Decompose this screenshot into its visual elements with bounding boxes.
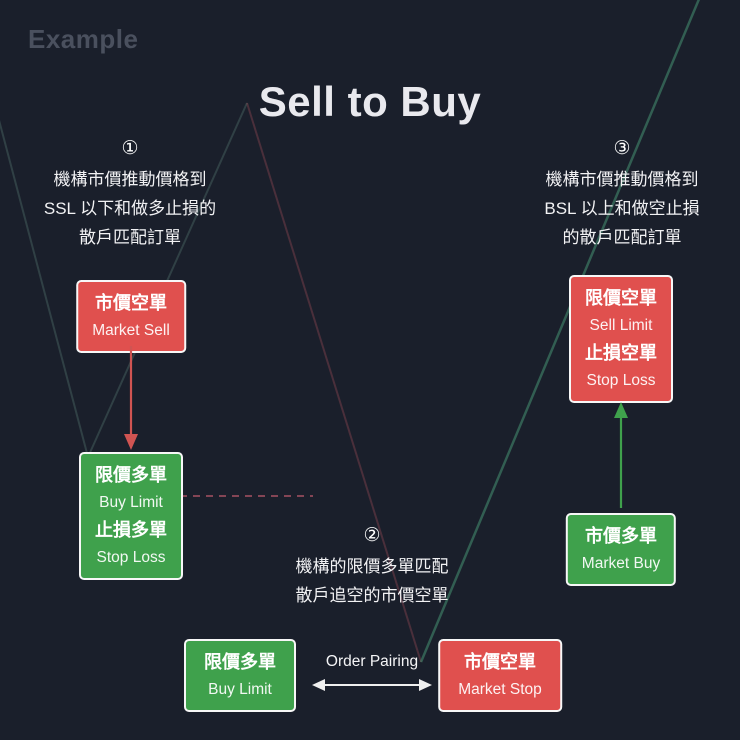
step-2-annotation: ② 機構的限價多單匹配 散戶追空的市價空單 — [252, 524, 492, 610]
market-buy-label-zh: 市價多單 — [584, 526, 657, 546]
sell-limit-label-zh: 限價空單 — [585, 288, 657, 308]
market-sell-box: 市價空單 Market Sell — [76, 280, 186, 353]
step-1-text-line: SSL 以下和做多止損的 — [43, 199, 217, 218]
pair-market-stop-label-zh: 市價空單 — [464, 652, 536, 672]
sell-limit-stop-loss-box: 限價空單 Sell Limit 止損空單 Stop Loss — [569, 275, 673, 403]
pair-market-stop-box: 市價空單 Market Stop — [438, 639, 562, 712]
buy-limit-label-zh: 限價多單 — [95, 465, 167, 485]
sell-limit-label-en: Sell Limit — [589, 317, 653, 334]
page-title: Sell to Buy — [258, 78, 482, 125]
pair-buy-limit-label-zh: 限價多單 — [204, 652, 276, 672]
order-pairing-label: Order Pairing — [325, 653, 419, 670]
stop-loss-label-zh: 止損多單 — [95, 520, 167, 540]
step-2-text-line: 機構的限價多單匹配 — [295, 557, 449, 576]
step-1-number: ① — [121, 138, 139, 159]
step-3-text-line: 的散戶匹配訂單 — [562, 228, 682, 247]
up-arrow-icon — [614, 402, 628, 508]
stop-loss-label-en: Stop Loss — [96, 549, 166, 566]
step-1-annotation: ① 機構市價推動價格到 SSL 以下和做多止損的 散戶匹配訂單 — [10, 137, 250, 252]
pair-buy-limit-box: 限價多單 Buy Limit — [184, 639, 296, 712]
stop-loss-label-en: Stop Loss — [586, 372, 656, 389]
step-3-text-line: BSL 以上和做空止損 — [544, 199, 700, 218]
pair-market-stop-label-en: Market Stop — [458, 681, 542, 698]
step-2-text-line: 散戶追空的市價空單 — [295, 586, 449, 605]
pair-buy-limit-label-en: Buy Limit — [208, 681, 272, 698]
double-arrow-icon — [312, 679, 432, 691]
market-buy-label-en: Market Buy — [581, 555, 661, 572]
market-buy-box: 市價多單 Market Buy — [565, 513, 677, 586]
step-3-text-line: 機構市價推動價格到 — [545, 170, 699, 189]
step-3-annotation: ③ 機構市價推動價格到 BSL 以上和做空止損 的散戶匹配訂單 — [502, 137, 740, 252]
step-1-text-line: 機構市價推動價格到 — [53, 170, 207, 189]
step-2-number: ② — [363, 525, 381, 546]
buy-limit-label-en: Buy Limit — [99, 494, 163, 511]
down-arrow-icon — [124, 346, 138, 450]
step-3-number: ③ — [613, 138, 631, 159]
stop-loss-label-zh: 止損空單 — [585, 343, 657, 363]
buy-limit-stop-loss-box: 限價多單 Buy Limit 止損多單 Stop Loss — [79, 452, 183, 580]
watermark: Example — [28, 24, 139, 54]
market-sell-label-zh: 市價空單 — [95, 293, 167, 313]
market-sell-label-en: Market Sell — [92, 322, 170, 339]
step-1-text-line: 散戶匹配訂單 — [79, 228, 181, 247]
